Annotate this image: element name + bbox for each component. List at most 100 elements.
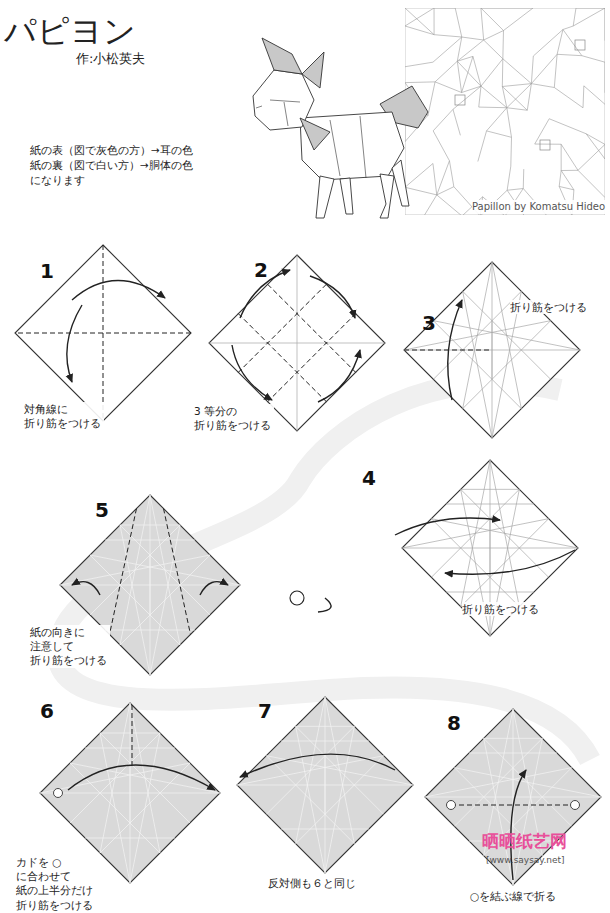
crease-line bbox=[578, 170, 605, 197]
fold-arrow bbox=[240, 754, 395, 777]
crease-line bbox=[453, 109, 460, 135]
crease-line bbox=[479, 86, 481, 107]
dog-fold-line bbox=[270, 100, 300, 102]
crease-line bbox=[605, 8, 606, 41]
crease-line bbox=[469, 753, 557, 754]
paper-square bbox=[237, 697, 413, 873]
crease-line bbox=[583, 86, 585, 108]
crease-line bbox=[549, 119, 586, 134]
crease-line bbox=[463, 291, 492, 438]
step-diagram bbox=[15, 245, 191, 421]
crease-line bbox=[60, 555, 210, 585]
step-caption: 紙の向きに 注意して 折り筋をつける bbox=[30, 625, 110, 668]
step-diagram bbox=[425, 709, 601, 885]
crease-line bbox=[424, 195, 437, 215]
papillon-model bbox=[253, 38, 428, 218]
crease-line bbox=[559, 171, 561, 187]
step-number: 7 bbox=[258, 698, 272, 725]
crease-line bbox=[586, 134, 605, 145]
title: パピヨン bbox=[4, 10, 136, 53]
dog-body bbox=[300, 112, 404, 180]
crease-line bbox=[435, 61, 457, 82]
crease-line bbox=[105, 540, 195, 541]
paper-square bbox=[402, 460, 578, 636]
dog-leg bbox=[392, 160, 409, 206]
reference-circle bbox=[571, 801, 580, 810]
crease-line bbox=[502, 84, 531, 87]
crease-line bbox=[531, 84, 554, 88]
crease-line bbox=[100, 733, 130, 883]
crease-line bbox=[433, 131, 449, 161]
crease-line bbox=[434, 35, 462, 37]
crease-line bbox=[479, 107, 507, 109]
crease-line bbox=[487, 108, 507, 131]
crease-line bbox=[455, 8, 462, 37]
reference-circle bbox=[447, 801, 456, 810]
crease-line bbox=[507, 108, 527, 111]
crease-line bbox=[405, 81, 435, 83]
crease-line bbox=[100, 733, 160, 734]
crease-line bbox=[507, 166, 511, 190]
crease-line bbox=[405, 163, 433, 187]
crease-line bbox=[434, 8, 435, 35]
crease-line bbox=[490, 519, 491, 578]
valley-fold-line bbox=[132, 705, 133, 765]
crease-line bbox=[405, 8, 434, 26]
crease-line bbox=[209, 343, 385, 344]
credit-caption: Papillon by Komatsu Hideo bbox=[472, 200, 605, 214]
paper-square bbox=[15, 245, 191, 421]
dog-fold-line bbox=[330, 120, 340, 176]
crease-line bbox=[582, 56, 605, 62]
crease-line bbox=[507, 108, 512, 138]
crease-line bbox=[507, 84, 532, 108]
crease-line bbox=[433, 321, 580, 350]
crease-line bbox=[531, 56, 533, 84]
crease-line bbox=[535, 144, 561, 145]
crease-line bbox=[130, 733, 160, 883]
crease-square bbox=[540, 140, 550, 150]
crease-line bbox=[573, 8, 605, 26]
crease-line bbox=[561, 144, 562, 170]
crease-line bbox=[507, 189, 523, 191]
crease-line bbox=[605, 144, 606, 159]
valley-fold-line bbox=[268, 314, 356, 402]
crease-line bbox=[402, 519, 549, 548]
valley-fold-line bbox=[15, 333, 191, 334]
crease-line bbox=[85, 748, 175, 749]
crease-line bbox=[434, 8, 455, 9]
crease-line bbox=[554, 54, 557, 87]
dog-ruff bbox=[300, 118, 330, 150]
crease-line bbox=[481, 59, 503, 86]
crease-line bbox=[492, 321, 493, 380]
step-caption: カドを ○に合わせて 紙の上半分だけ 折り筋をつける bbox=[16, 855, 96, 912]
crease-line bbox=[500, 8, 533, 9]
dog-fold-line bbox=[284, 102, 288, 126]
crease-line bbox=[453, 86, 481, 109]
fold-arrow bbox=[395, 518, 500, 535]
crease-line bbox=[502, 59, 504, 87]
crease-line bbox=[554, 87, 583, 107]
fold-arrow bbox=[200, 582, 228, 595]
fold-arrow bbox=[67, 305, 82, 382]
fold-arrow bbox=[448, 300, 462, 400]
crease-line bbox=[457, 61, 461, 92]
reference-circle bbox=[54, 789, 63, 798]
crease-line bbox=[559, 186, 574, 189]
dog-leg bbox=[380, 174, 394, 218]
paper-square bbox=[425, 709, 601, 885]
dog-ear bbox=[262, 38, 302, 74]
crease-line bbox=[457, 56, 473, 61]
crease-line bbox=[281, 741, 369, 742]
step-caption: 反対側も６と同じ bbox=[268, 876, 356, 890]
crease-line bbox=[462, 56, 473, 92]
crease-line bbox=[120, 525, 150, 675]
crease-line bbox=[405, 62, 433, 67]
dog-fold-line bbox=[256, 106, 262, 108]
fold-arrow bbox=[318, 598, 331, 612]
note: 紙の表（図で灰色の方）→耳の色 bbox=[30, 143, 193, 157]
crease-line bbox=[85, 838, 175, 839]
crease-line bbox=[428, 82, 435, 115]
valley-fold-line bbox=[110, 509, 137, 635]
crease-line bbox=[462, 37, 484, 40]
